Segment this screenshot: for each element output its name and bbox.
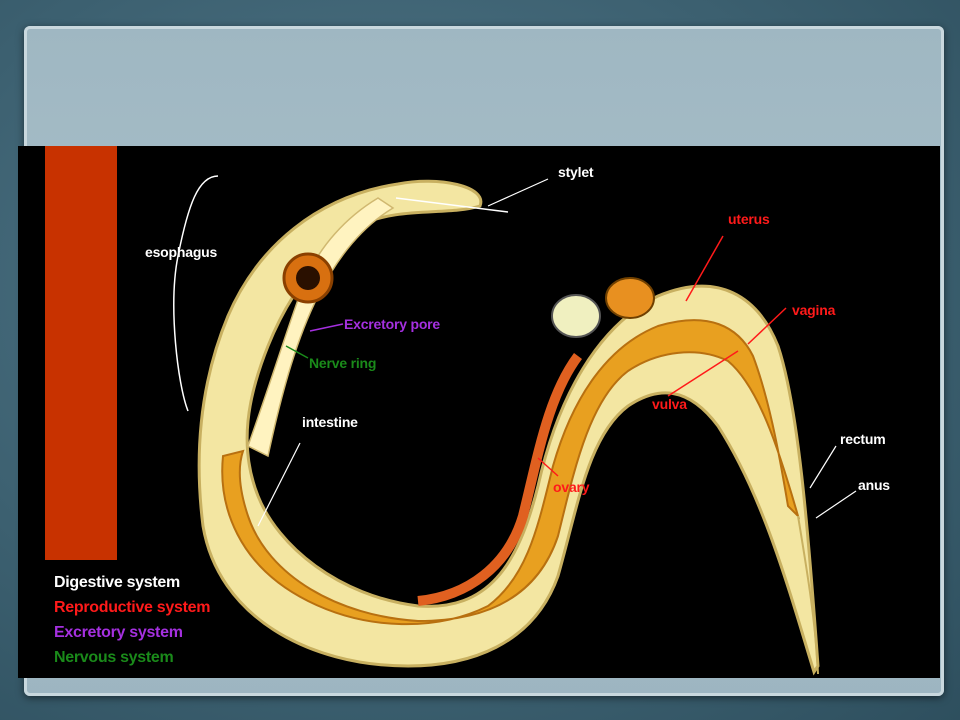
label-esophagus: esophagus bbox=[145, 244, 218, 260]
stylet-line bbox=[395, 197, 509, 213]
excretory-pore-leader bbox=[309, 323, 344, 332]
ovary-band bbox=[417, 353, 583, 606]
label-vagina: vagina bbox=[792, 302, 836, 318]
worm-body-outline bbox=[197, 179, 820, 676]
label-nerve-ring: Nerve ring bbox=[309, 355, 377, 371]
anus-leader bbox=[815, 490, 857, 519]
legend-digestive: Digestive system bbox=[54, 574, 180, 591]
legend-excretory: Excretory system bbox=[54, 624, 183, 641]
label-anus: anus bbox=[858, 477, 890, 493]
label-vulva: vulva bbox=[652, 396, 687, 412]
uterus-leader bbox=[685, 235, 724, 302]
intestine-leader bbox=[257, 442, 301, 527]
label-intestine: intestine bbox=[302, 414, 358, 430]
nerve-ring-leader bbox=[285, 345, 309, 359]
label-rectum: rectum bbox=[840, 431, 886, 447]
intestine-shape bbox=[221, 319, 801, 626]
egg-1 bbox=[551, 294, 601, 338]
label-uterus: uterus bbox=[728, 211, 770, 227]
legend: Digestive system Reproductive system Exc… bbox=[54, 570, 210, 670]
ovary-leader bbox=[537, 457, 559, 477]
esophagus-bracket bbox=[173, 175, 219, 412]
label-stylet: stylet bbox=[558, 164, 594, 180]
rectum-leader bbox=[809, 445, 837, 489]
red-side-bar bbox=[45, 146, 117, 560]
label-excretory-pore: Excretory pore bbox=[344, 316, 441, 332]
stylet-leader bbox=[487, 178, 549, 207]
legend-nervous: Nervous system bbox=[54, 649, 174, 666]
egg-2 bbox=[605, 277, 655, 319]
legend-reproductive: Reproductive system bbox=[54, 599, 211, 616]
worm-illustration bbox=[173, 175, 857, 676]
nematode-diagram: stylet esophagus Excretory pore Nerve ri… bbox=[18, 146, 940, 678]
label-ovary: ovary bbox=[553, 479, 590, 495]
tail bbox=[797, 515, 819, 675]
vulva-leader bbox=[667, 350, 739, 397]
vagina-leader bbox=[747, 307, 787, 345]
